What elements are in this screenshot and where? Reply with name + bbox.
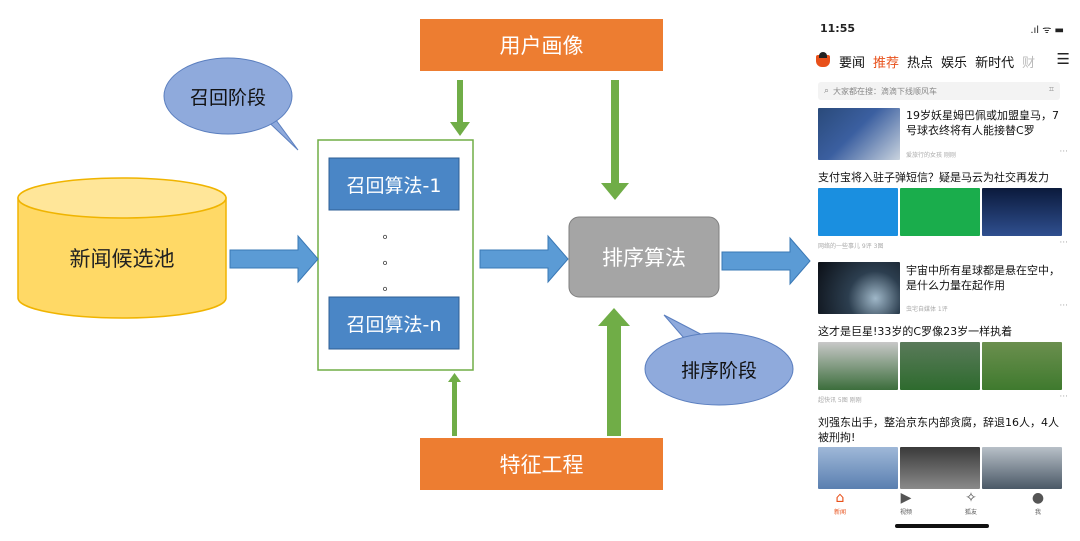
tab-finance[interactable]: 财 xyxy=(1022,55,1036,71)
recall-algo-1-label: 召回算法-1 xyxy=(346,174,442,197)
arrow-pool-to-recall xyxy=(229,234,319,284)
news-meta: 网络的一些事儿 9评 3图 xyxy=(818,243,884,250)
news-title: 这才是巨星!33岁的C罗像23岁一样执着 xyxy=(818,325,1013,338)
arrow-feature-to-recall xyxy=(448,373,461,436)
feature-engineering-label: 特征工程 xyxy=(499,453,584,477)
ranking-algorithm-label: 排序算法 xyxy=(602,246,686,270)
nav-news[interactable]: ⌂ 新闻 xyxy=(820,490,860,516)
more-icon[interactable]: ··· xyxy=(1059,301,1068,311)
feature-engineering-box xyxy=(420,438,663,490)
nav-me[interactable]: ● 我 xyxy=(1018,490,1058,516)
channel-tabs: 要闻 推荐 热点 娱乐 新时代 财 xyxy=(816,50,1068,72)
recall-stage-label: 召回阶段 xyxy=(189,86,266,109)
user-profile-box xyxy=(420,19,663,71)
search-icon: ⌕ xyxy=(824,86,830,96)
arrow-recall-to-ranking xyxy=(479,234,569,284)
scan-icon[interactable]: ⌗ xyxy=(1048,85,1054,95)
recall-dot-2: 。 xyxy=(382,252,396,268)
news-meta: 爱旅行的女孩 刚刚 xyxy=(906,152,956,159)
tab-entertainment[interactable]: 娱乐 xyxy=(941,55,968,71)
news-meta: 虫宅自媒体 1评 xyxy=(906,306,948,313)
ranking-algorithm-box xyxy=(568,216,720,298)
news-thumbnail xyxy=(900,342,980,390)
home-indicator xyxy=(895,524,989,528)
status-icons: .ıl ᯤ ▬ xyxy=(1030,25,1064,36)
news-thumbnail xyxy=(900,188,980,236)
candidate-pool-label: 新闻候选池 xyxy=(69,247,175,271)
recall-algo-n-box xyxy=(328,296,460,350)
flow-diagram xyxy=(17,19,811,490)
news-thumbnail xyxy=(982,447,1062,489)
news-app-screen: 11:55 .ıl ᯤ ▬ 要闻 推荐 热点 娱乐 新时代 财 ☰ ⌕ 大家都在… xyxy=(812,14,1072,536)
nav-label: 狐友 xyxy=(964,509,977,516)
tab-trending[interactable]: 热点 xyxy=(907,55,934,71)
home-icon: ⌂ xyxy=(835,490,845,506)
status-time: 11:55 xyxy=(820,22,856,35)
news-title: 支付宝将入驻子弹短信？疑是马云为社交再发力 xyxy=(818,171,1049,184)
app-logo-icon xyxy=(816,52,830,67)
news-title: 19岁妖星姆巴佩或加盟皇马，7号球衣终将有人能接替C罗 xyxy=(906,109,1059,137)
news-title: 刘强东出手，整治京东内部贪腐，辞退16人，4人被刑拘! xyxy=(818,416,1059,444)
nav-label: 新闻 xyxy=(833,509,846,516)
ranking-stage-label: 排序阶段 xyxy=(680,359,757,382)
nav-label: 视频 xyxy=(899,509,912,516)
search-placeholder: 大家都在搜：滴滴下线顺风车 xyxy=(833,86,938,96)
news-thumbnail xyxy=(982,342,1062,390)
tab-new-era[interactable]: 新时代 xyxy=(975,55,1015,71)
video-icon: ▶ xyxy=(900,490,912,506)
news-thumbnail xyxy=(818,188,898,236)
news-meta: 超快讯 5图 刚刚 xyxy=(818,397,862,404)
menu-icon[interactable]: ☰ xyxy=(1056,50,1070,68)
recall-dot-1: 。 xyxy=(382,226,396,242)
more-icon[interactable]: ··· xyxy=(1059,147,1068,157)
search-bar[interactable]: ⌕ 大家都在搜：滴滴下线顺风车 ⌗ xyxy=(818,82,1060,100)
user-icon: ● xyxy=(1031,490,1045,506)
news-thumbnail xyxy=(818,262,900,314)
user-profile-label: 用户画像 xyxy=(499,34,584,58)
recall-stage-bubble xyxy=(163,57,299,151)
nav-video[interactable]: ▶ 视频 xyxy=(886,490,926,516)
arrow-profile-to-ranking xyxy=(601,80,629,200)
news-thumbnail xyxy=(818,447,898,489)
recall-algo-1-box xyxy=(328,157,460,211)
tab-recommended[interactable]: 推荐 xyxy=(873,55,900,71)
news-title: 宇宙中所有星球都是悬在空中，是什么力量在起作用 xyxy=(906,264,1060,292)
friends-icon: ✧ xyxy=(965,490,977,506)
more-icon[interactable]: ··· xyxy=(1059,238,1068,248)
nav-friends[interactable]: ✧ 狐友 xyxy=(951,490,991,516)
recall-dot-3: 。 xyxy=(382,278,396,294)
arrow-feature-to-ranking xyxy=(598,308,630,436)
recall-algo-n-label: 召回算法-n xyxy=(346,313,442,336)
news-thumbnail xyxy=(818,108,900,160)
news-thumbnail xyxy=(900,447,980,489)
news-thumbnail xyxy=(818,342,898,390)
arrow-profile-to-recall xyxy=(450,80,470,136)
more-icon[interactable]: ··· xyxy=(1059,392,1068,402)
news-thumbnail xyxy=(982,188,1062,236)
bottom-navigation: ⌂ 新闻 ▶ 视频 ✧ 狐友 ● 我 xyxy=(812,490,1072,520)
candidate-pool-cylinder xyxy=(17,177,227,319)
nav-label: 我 xyxy=(1034,509,1041,516)
arrow-ranking-to-app xyxy=(721,236,811,286)
ranking-stage-bubble xyxy=(644,314,794,406)
tab-headlines[interactable]: 要闻 xyxy=(839,55,866,71)
